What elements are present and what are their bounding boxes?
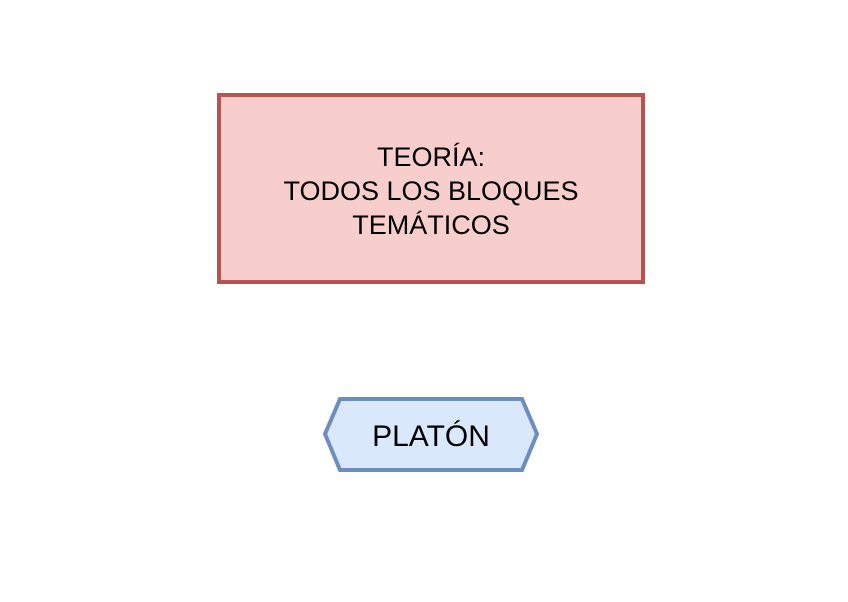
theory-box-line-1: TEORÍA: [377,142,485,172]
theory-box-line-3: TEMÁTICOS [352,210,510,240]
author-node-platon[interactable]: PLATÓN [322,397,540,472]
theory-box-line-2: TODOS LOS BLOQUES [283,176,578,206]
theory-box-shape [217,93,645,284]
author-node-label: PLATÓN [372,420,490,453]
theory-box[interactable]: TEORÍA: TODOS LOS BLOQUES TEMÁTICOS [217,93,645,284]
author-node-shape [322,397,540,472]
